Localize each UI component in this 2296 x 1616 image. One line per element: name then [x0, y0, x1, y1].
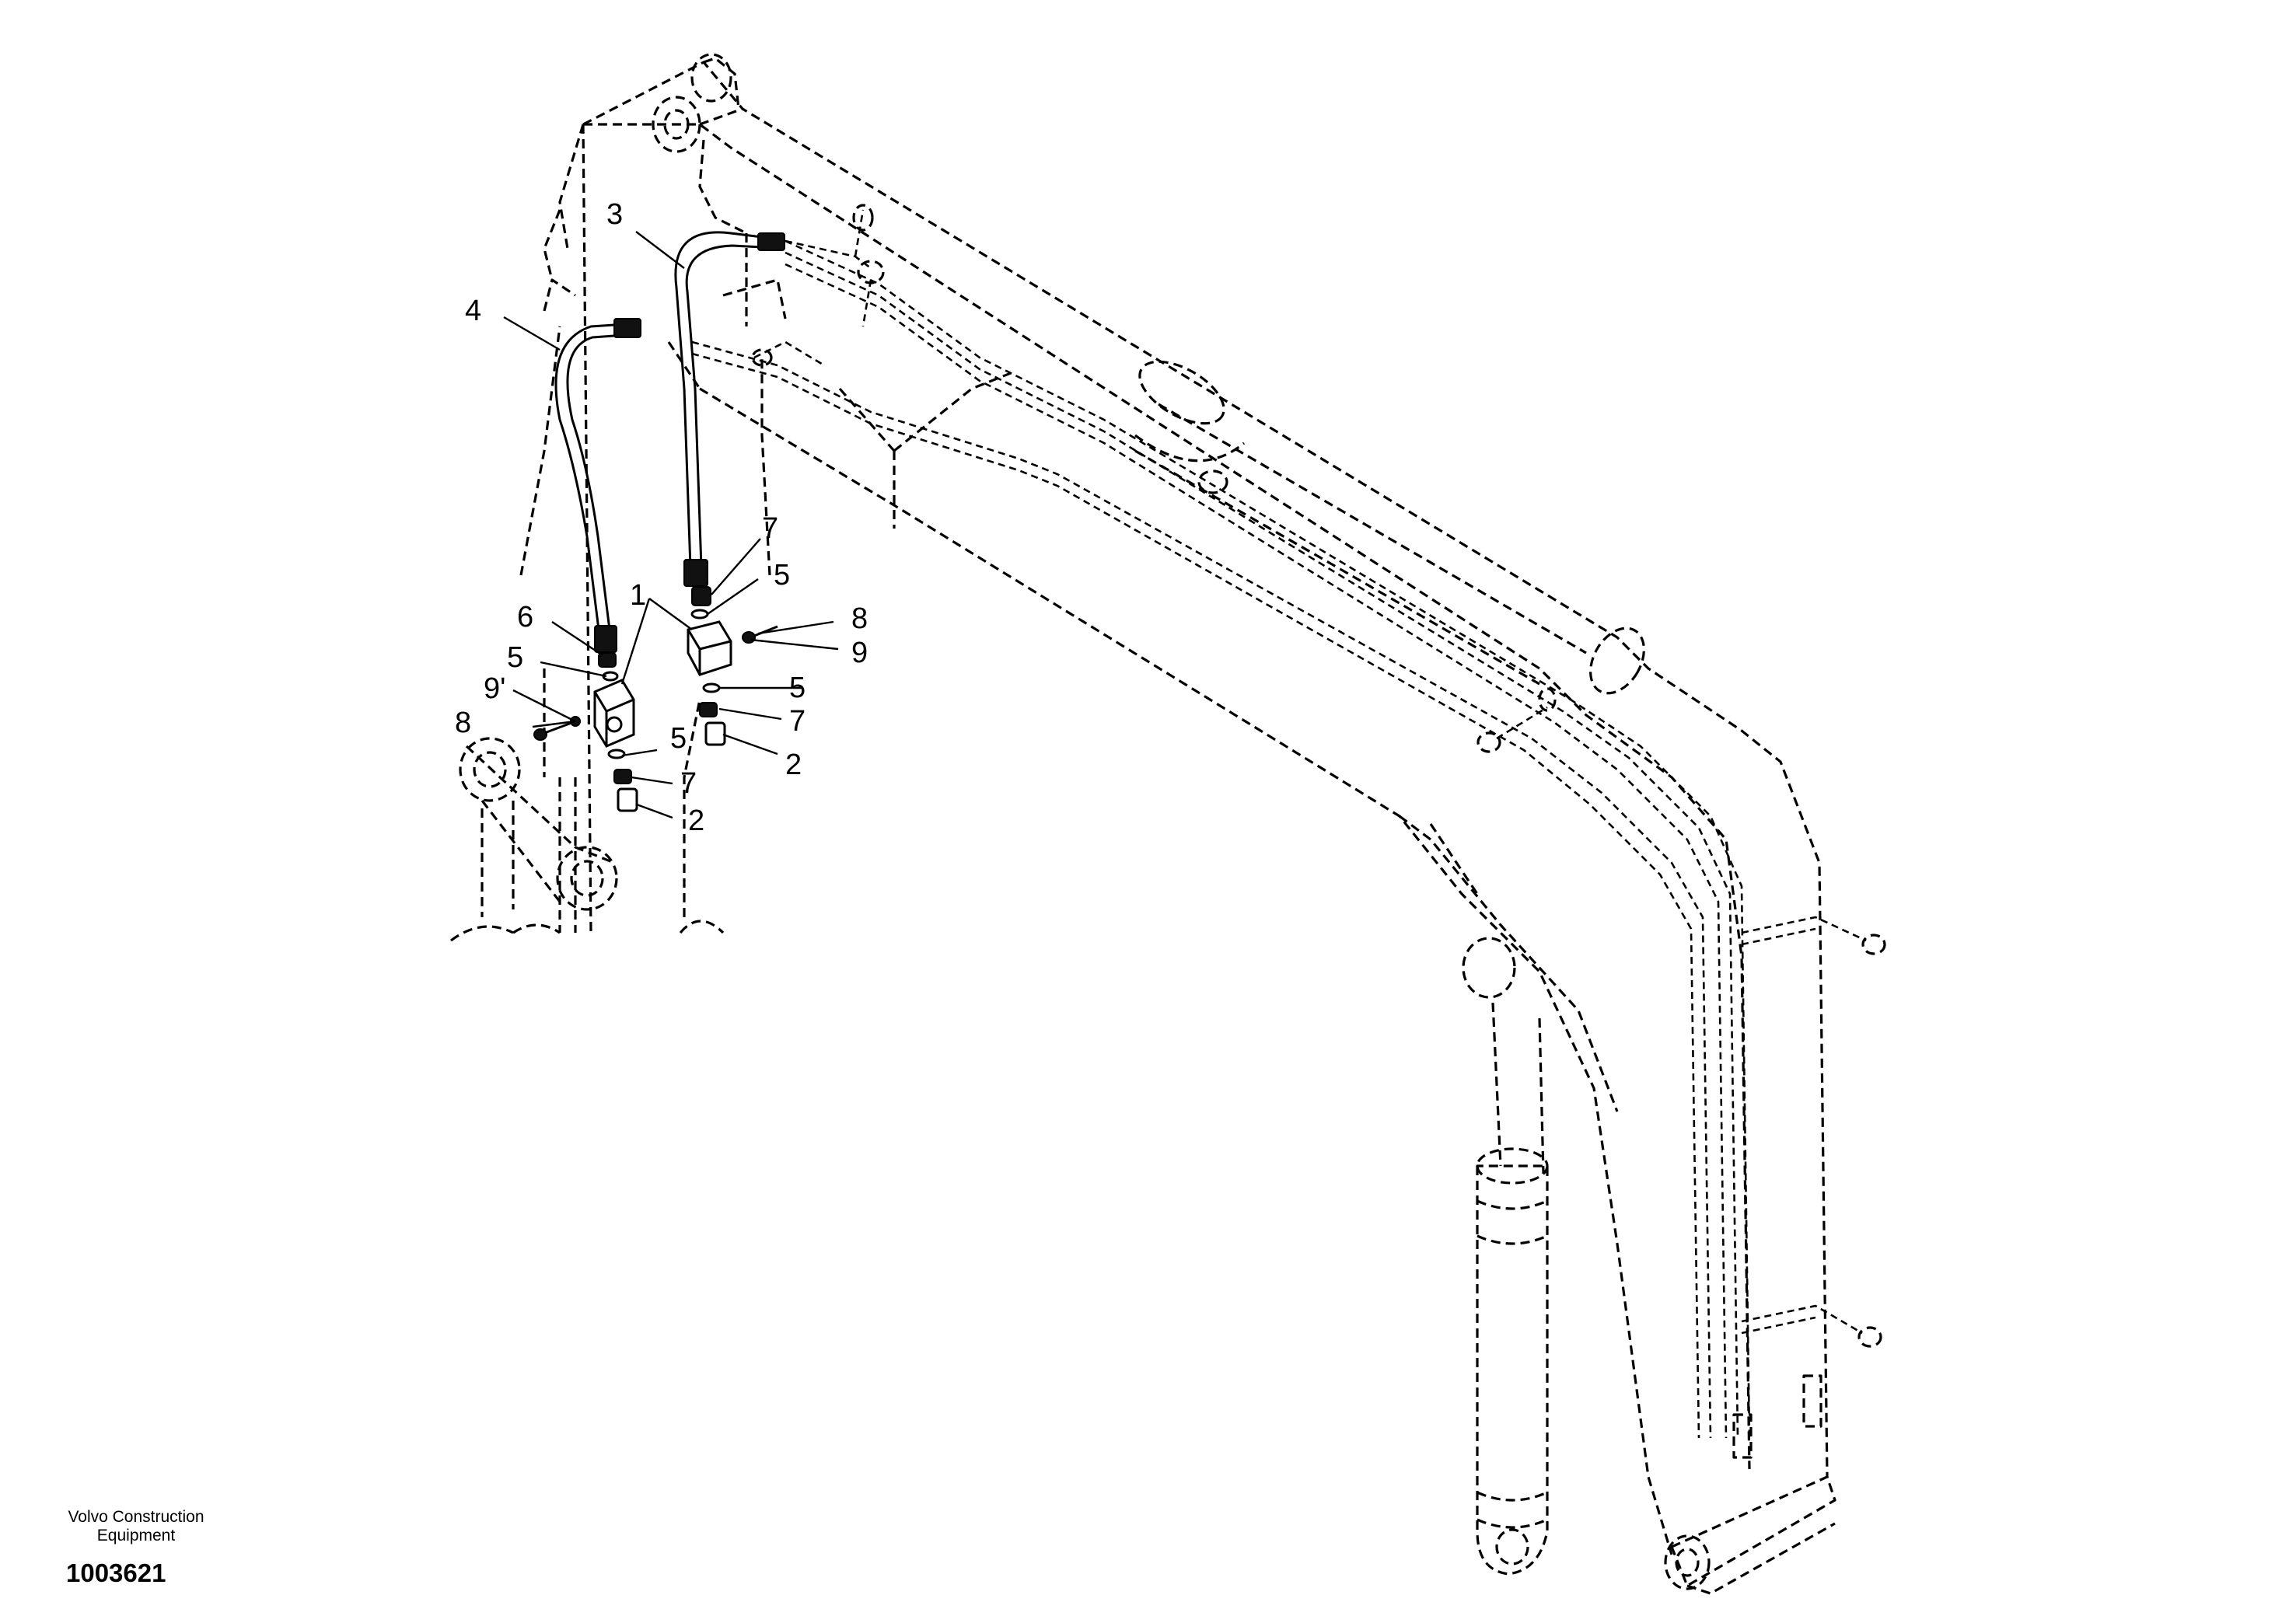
arm-cylinder	[1134, 360, 1645, 695]
leader-lines	[503, 231, 839, 819]
hose-4	[554, 318, 641, 653]
callout-7-right: 7	[789, 705, 806, 738]
document-number: 1003621	[66, 1558, 166, 1587]
callout-5-left: 5	[507, 641, 523, 674]
valve-block-right	[687, 620, 732, 676]
callout-9-prime: 9'	[484, 672, 505, 705]
callout-4: 4	[465, 295, 481, 327]
callout-1: 1	[630, 579, 646, 612]
hose-lines	[691, 204, 1886, 1459]
callout-7-top: 7	[762, 512, 778, 545]
small-parts	[533, 586, 778, 812]
boom-outline	[582, 61, 1836, 1595]
arm-link	[450, 278, 725, 942]
callouts: 3 4 1 7 5 8 9 5 7 2 6 5 9' 8 5 7 2	[455, 198, 868, 837]
callout-5-top: 5	[774, 559, 790, 592]
callout-5-right: 5	[789, 672, 806, 704]
callout-7-lower: 7	[680, 767, 697, 800]
hose-3	[674, 231, 785, 587]
callout-2-lower: 2	[688, 805, 704, 837]
callout-3: 3	[606, 198, 623, 231]
callout-9-right: 9	[851, 637, 868, 669]
callout-8-right: 8	[851, 602, 868, 635]
callout-5-lower: 5	[670, 722, 687, 755]
callout-6: 6	[517, 601, 533, 633]
boom-cylinder	[1476, 1002, 1549, 1576]
valve-block-left	[593, 679, 635, 748]
callout-8-left: 8	[455, 707, 471, 739]
callout-2-right: 2	[785, 749, 802, 781]
manufacturer-label: Volvo Construction Equipment	[68, 1508, 204, 1544]
